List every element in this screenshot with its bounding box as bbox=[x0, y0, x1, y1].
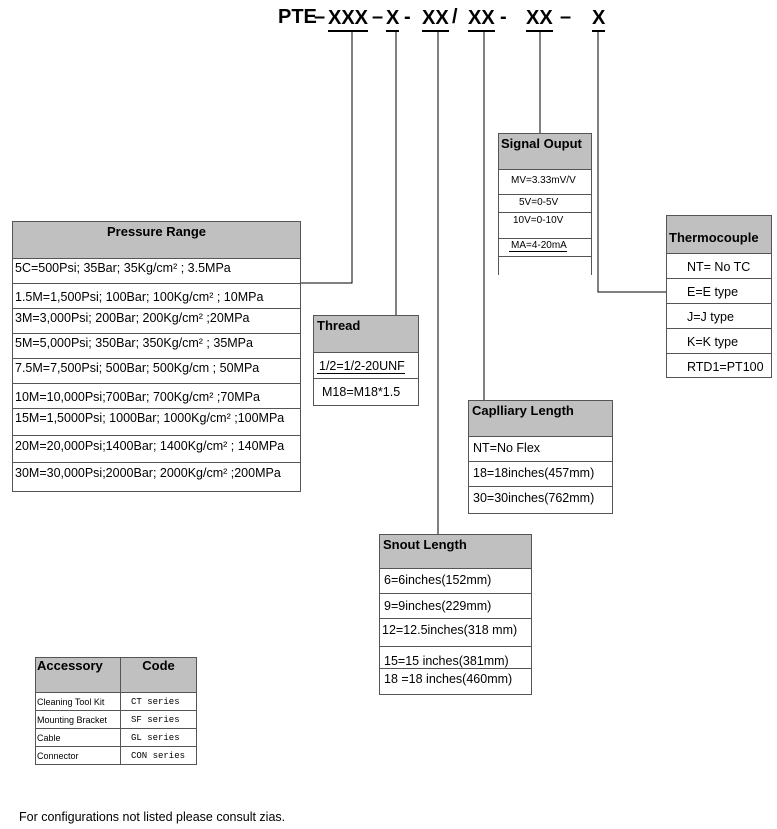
snout-length-row: 12=12.5inches(318 mm) bbox=[380, 619, 531, 647]
code-header: Code bbox=[120, 657, 197, 693]
code-segment-thermocouple: X bbox=[592, 6, 606, 32]
accessory-table: Accessory Code Cleaning Tool Kit CT seri… bbox=[35, 657, 197, 765]
capillary-length-table: Caplliary Length NT=No Flex 18=18inches(… bbox=[468, 400, 613, 514]
accessory-code: SF series bbox=[120, 710, 197, 729]
thermocouple-row: RTD1=PT100 bbox=[687, 360, 764, 374]
pressure-range-table: Pressure Range 5C=500Psi; 35Bar; 35Kg/cm… bbox=[12, 221, 301, 492]
capillary-length-row: NT=No Flex bbox=[469, 437, 612, 462]
accessory-name: Cable bbox=[35, 728, 121, 747]
pressure-range-row: 5M=5,000Psi; 350Bar; 350Kg/cm² ; 35MPa bbox=[13, 334, 300, 359]
accessory-name: Cleaning Tool Kit bbox=[35, 692, 121, 711]
pressure-range-row: 20M=20,000Psi;1400Bar; 1400Kg/cm² ; 140M… bbox=[13, 436, 300, 463]
accessory-code: CON series bbox=[120, 746, 197, 765]
code-slash: / bbox=[452, 6, 458, 28]
signal-output-table: Signal Ouput MV=3.33mV/V 5V=0-5V 10V=0-1… bbox=[498, 133, 592, 275]
capillary-length-row: 18=18inches(457mm) bbox=[469, 462, 612, 487]
code-segment-snout-length: XX bbox=[422, 6, 449, 32]
accessory-code: GL series bbox=[120, 728, 197, 747]
snout-length-table: Snout Length 6=6inches(152mm) 9=9inches(… bbox=[379, 534, 532, 695]
snout-length-row: 15=15 inches(381mm) bbox=[380, 647, 531, 669]
pressure-range-row: 3M=3,000Psi; 200Bar; 200Kg/cm² ;20MPa bbox=[13, 309, 300, 334]
code-dash: - bbox=[500, 6, 507, 28]
footnote: For configurations not listed please con… bbox=[19, 810, 286, 824]
thermocouple-table: Thermocouple NT= No TC E=E type J=J type… bbox=[666, 215, 772, 378]
accessory-name: Mounting Bracket bbox=[35, 710, 121, 729]
thermocouple-row: J=J type bbox=[667, 304, 771, 329]
code-segment-pressure-range: XXX bbox=[328, 6, 369, 32]
code-dash: – bbox=[314, 6, 326, 28]
snout-length-row: 18 =18 inches(460mm) bbox=[384, 672, 513, 686]
connector-thermocouple bbox=[597, 32, 666, 293]
signal-output-row: 10V=0-10V bbox=[499, 213, 591, 239]
accessory-code: CT series bbox=[120, 692, 197, 711]
connector-pressure-range bbox=[300, 32, 353, 284]
signal-output-row: 5V=0-5V bbox=[499, 195, 591, 213]
capillary-length-row: 30=30inches(762mm) bbox=[473, 491, 595, 505]
pressure-range-row: 15M=1,5000Psi; 1000Bar; 1000Kg/cm² ;100M… bbox=[13, 409, 300, 436]
capillary-length-title: Caplliary Length bbox=[469, 401, 612, 437]
thread-row: 1/2=1/2-20UNF bbox=[314, 353, 418, 379]
snout-length-row: 6=6inches(152mm) bbox=[380, 569, 531, 594]
snout-length-row: 9=9inches(229mm) bbox=[380, 594, 531, 619]
thread-table: Thread 1/2=1/2-20UNF M18=M18*1.5 bbox=[313, 315, 419, 406]
pressure-range-row: 7.5M=7,500Psi; 500Bar; 500Kg/cm ; 50MPa bbox=[13, 359, 300, 384]
signal-output-row: MA=4-20mA bbox=[499, 239, 591, 257]
code-dash: – bbox=[372, 6, 384, 28]
pressure-range-row: 1.5M=1,500Psi; 100Bar; 100Kg/cm² ; 10MPa bbox=[13, 284, 300, 309]
accessory-row: Mounting Bracket SF series bbox=[35, 710, 197, 729]
thread-row: M18=M18*1.5 bbox=[322, 385, 401, 399]
signal-output-row: MV=3.33mV/V bbox=[499, 170, 591, 195]
pressure-range-title: Pressure Range bbox=[13, 222, 300, 259]
pressure-range-row: 5C=500Psi; 35Bar; 35Kg/cm² ; 3.5MPa bbox=[13, 259, 300, 284]
accessory-header: Accessory bbox=[35, 657, 121, 693]
signal-output-row bbox=[499, 257, 591, 274]
thermocouple-row: K=K type bbox=[667, 329, 771, 354]
accessory-row: Cable GL series bbox=[35, 728, 197, 747]
accessory-row: Cleaning Tool Kit CT series bbox=[35, 692, 197, 711]
signal-output-title: Signal Ouput bbox=[499, 134, 591, 170]
accessory-name: Connector bbox=[35, 746, 121, 765]
thread-title: Thread bbox=[314, 316, 418, 353]
thermocouple-title: Thermocouple bbox=[667, 216, 771, 254]
thermocouple-row: E=E type bbox=[667, 279, 771, 304]
thermocouple-row: NT= No TC bbox=[667, 254, 771, 279]
code-segment-capillary-length: XX bbox=[468, 6, 495, 32]
pressure-range-row: 30M=30,000Psi;2000Bar; 2000Kg/cm² ;200MP… bbox=[15, 466, 281, 480]
code-segment-signal-output: XX bbox=[526, 6, 553, 32]
code-segment-thread: X bbox=[386, 6, 400, 32]
pressure-range-row: 10M=10,000Psi;700Bar; 700Kg/cm² ;70MPa bbox=[13, 384, 300, 409]
accessory-row: Connector CON series bbox=[35, 746, 197, 765]
code-dash: – bbox=[560, 6, 572, 28]
code-dash: - bbox=[404, 6, 411, 28]
snout-length-title: Snout Length bbox=[380, 535, 531, 569]
code-prefix: PTE bbox=[278, 6, 317, 28]
